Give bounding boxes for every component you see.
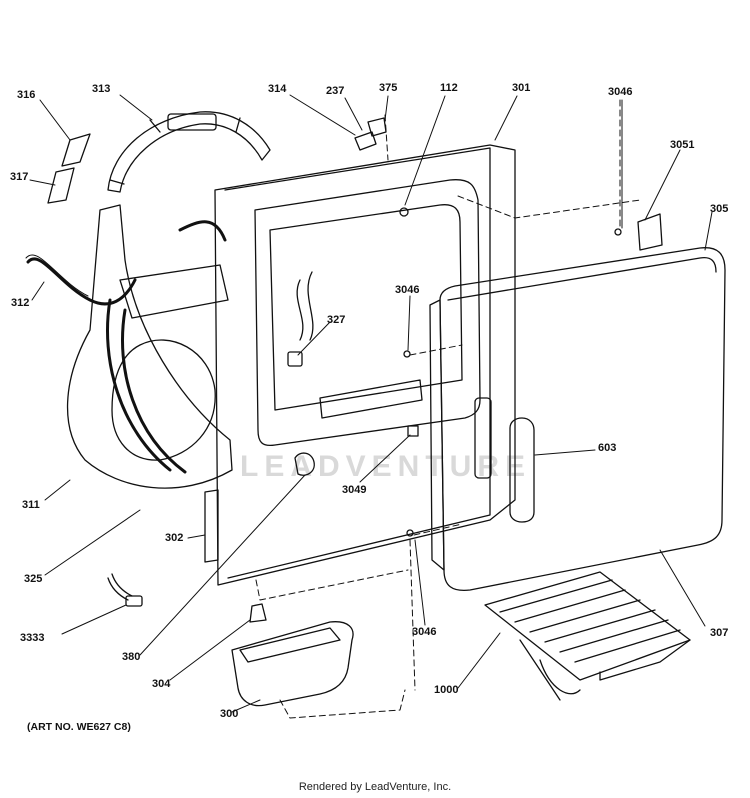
part-316-pad <box>61 133 91 167</box>
label-380: 380 <box>122 651 140 663</box>
label-302: 302 <box>165 532 183 544</box>
label-325: 325 <box>24 573 42 585</box>
footer-credit: Rendered by LeadVenture, Inc. <box>298 781 452 793</box>
label-301: 301 <box>512 82 530 94</box>
label-311: 311 <box>22 499 40 511</box>
label-316: 316 <box>17 89 35 101</box>
part-312-gasket-inner <box>25 254 89 297</box>
label-300: 300 <box>220 708 238 720</box>
label-237: 237 <box>326 85 344 97</box>
part-302-trim <box>204 489 219 563</box>
label-314: 314 <box>268 83 287 95</box>
part-237-switch <box>354 117 387 151</box>
label-313: 313 <box>92 83 110 95</box>
part-1000-rack <box>484 571 691 701</box>
part-301-front-panel <box>214 144 516 586</box>
label-3046-mid: 3046 <box>395 284 419 296</box>
label-3051: 3051 <box>670 139 694 151</box>
label-112: 112 <box>440 82 458 94</box>
label-603: 603 <box>598 442 616 454</box>
label-1000: 1000 <box>434 684 458 696</box>
label-375: 375 <box>379 82 397 94</box>
label-317: 317 <box>10 171 28 183</box>
part-3333-harness <box>107 573 143 607</box>
assembly-guide-lines <box>255 99 641 719</box>
part-311-front-bulkhead <box>66 204 233 489</box>
label-305: 305 <box>710 203 728 215</box>
part-300-lint-filter <box>231 621 354 707</box>
part-313-bracket <box>107 111 271 193</box>
leader-lines <box>29 94 713 713</box>
label-3049: 3049 <box>342 484 366 496</box>
label-304: 304 <box>152 678 171 690</box>
label-3046-top: 3046 <box>608 86 632 98</box>
part-3051-hinge-bracket <box>614 213 663 251</box>
art-number: (ART NO. WE627 C8) <box>27 721 131 733</box>
label-3046-bottom: 3046 <box>412 626 436 638</box>
part-317-pad <box>47 167 75 204</box>
part-304-filter-knob <box>249 603 267 623</box>
part-305-door <box>403 247 726 592</box>
label-312: 312 <box>11 297 29 309</box>
label-3333: 3333 <box>20 632 44 644</box>
part-312-gasket <box>26 257 137 306</box>
label-327: 327 <box>327 314 345 326</box>
label-307: 307 <box>710 627 728 639</box>
